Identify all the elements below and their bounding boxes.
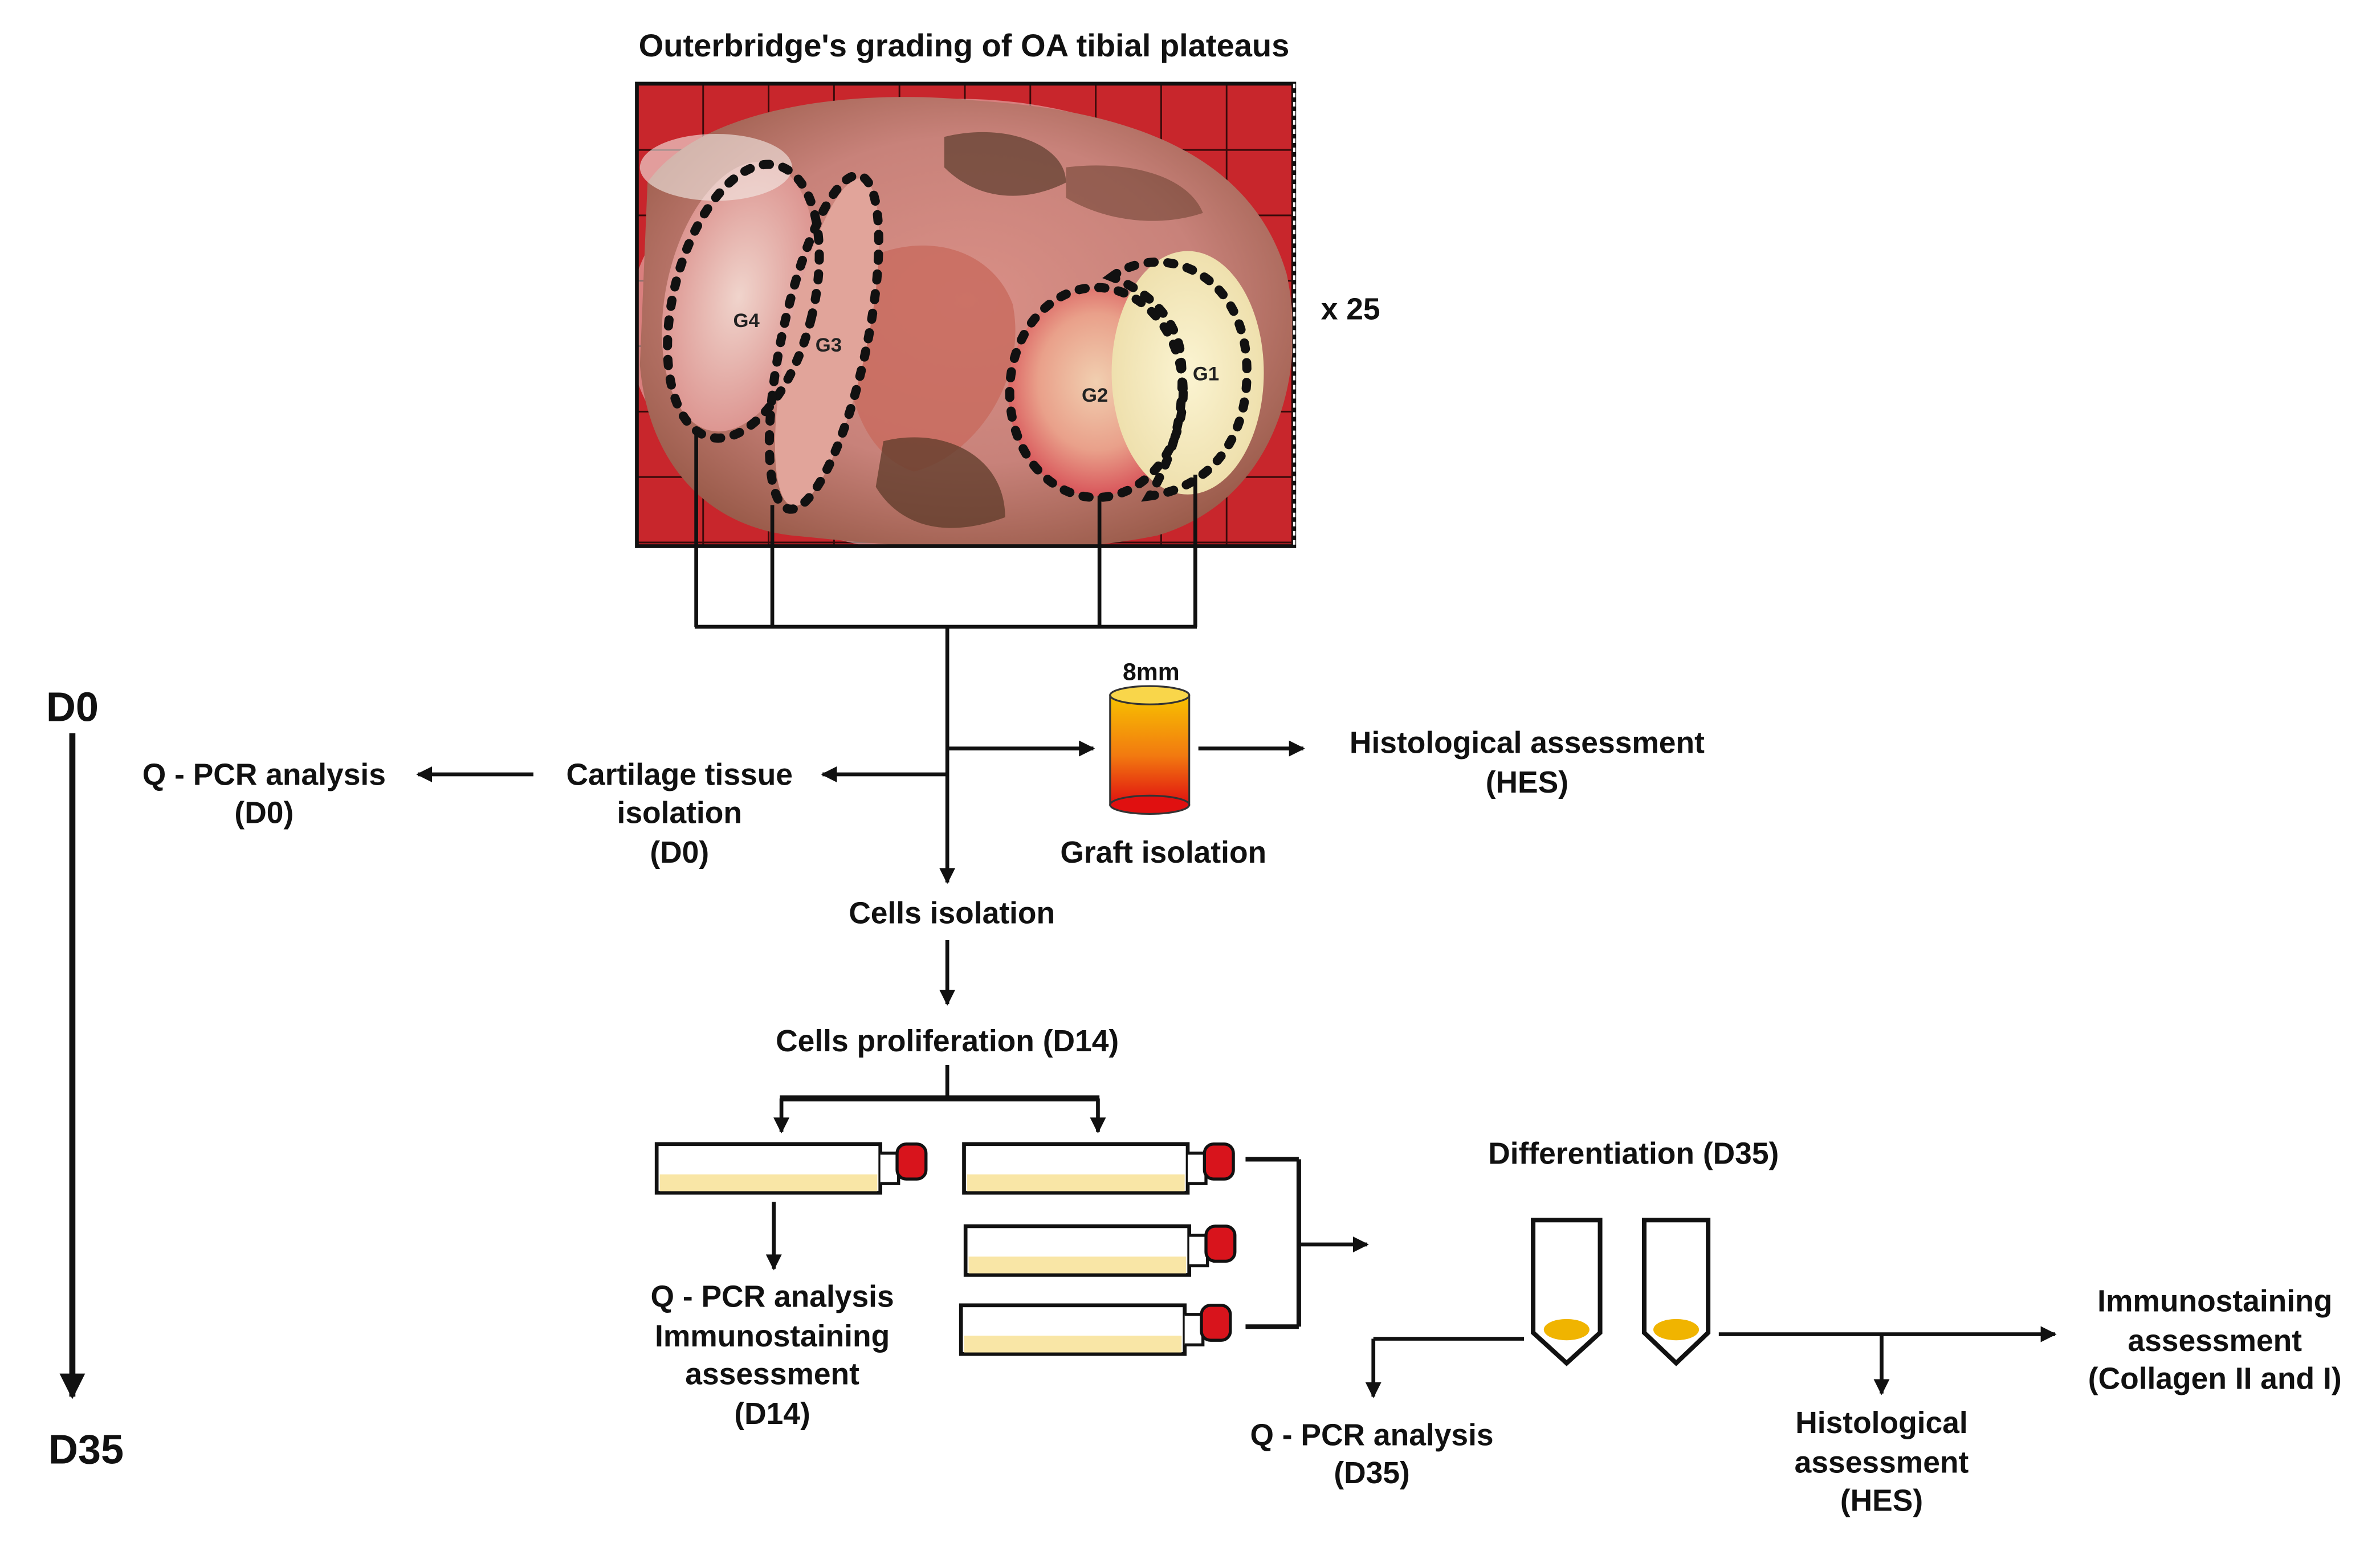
cells-proliferation-label: Cells proliferation (D14) <box>776 1024 1119 1058</box>
grade-label-g3: G3 <box>816 334 842 356</box>
histo-d0-line1: Histological assessment <box>1350 726 1705 760</box>
grade-label-g1: G1 <box>1193 363 1219 385</box>
qpcr-d14-line4: (D14) <box>734 1397 810 1431</box>
graft-isolation-label: Graft isolation <box>1060 836 1266 870</box>
pellet-tube-2 <box>1641 1218 1711 1366</box>
flask-2 <box>963 1224 1237 1277</box>
histo-d35-line2: assessment <box>1795 1446 1969 1480</box>
qpcr-d0-line2: (D0) <box>234 796 294 830</box>
flask-bracket <box>1245 1157 1369 1329</box>
timeline-start: D0 <box>46 685 99 730</box>
grade-label-g4: G4 <box>733 310 760 332</box>
immuno-d35-line2: assessment <box>2128 1324 2302 1358</box>
qpcr-d14-line1: Q - PCR analysis <box>651 1280 894 1313</box>
qpcr-d35-line1: Q - PCR analysis <box>1250 1418 1493 1452</box>
qpcr-d35-line2: (D35) <box>1334 1456 1409 1490</box>
qpcr-d0-line1: Q - PCR analysis <box>142 758 386 792</box>
grade-collection-bracket <box>694 433 1197 629</box>
figure-title: Outerbridge's grading of OA tibial plate… <box>639 27 1290 63</box>
histo-d0-line2: (HES) <box>1486 766 1568 799</box>
graft-cylinder <box>1109 685 1191 815</box>
pellet-tube-1 <box>1531 1218 1603 1366</box>
cartilage-line3: (D0) <box>650 836 709 870</box>
flask-3 <box>959 1303 1232 1356</box>
graft-size-label: 8mm <box>1123 658 1180 685</box>
flask-1 <box>962 1142 1235 1195</box>
histo-d35-line1: Histological <box>1795 1406 1968 1440</box>
immuno-d35-line1: Immunostaining <box>2097 1284 2332 1318</box>
qpcr-d14-line2: Immunostaining <box>655 1320 890 1353</box>
cells-isolation-label: Cells isolation <box>849 897 1055 930</box>
grade-label-g2: G2 <box>1082 385 1108 406</box>
qpcr-d14-line3: assessment <box>685 1358 859 1391</box>
cartilage-line2: isolation <box>617 796 742 830</box>
sample-count-label: x 25 <box>1321 293 1380 326</box>
tibial-plateau-photo: G4 G3 G2 G1 <box>637 83 1294 546</box>
immuno-d35-line3: (Collagen II and I) <box>2088 1362 2342 1396</box>
histo-d35-line3: (HES) <box>1840 1484 1923 1517</box>
cartilage-line1: Cartilage tissue <box>566 758 793 792</box>
arrow-to-qpcr-d35 <box>1365 1337 1525 1398</box>
proliferation-split <box>773 1064 1106 1134</box>
flask-d14 <box>654 1142 928 1195</box>
timeline-end: D35 <box>48 1427 124 1472</box>
differentiation-label: Differentiation (D35) <box>1488 1137 1779 1171</box>
